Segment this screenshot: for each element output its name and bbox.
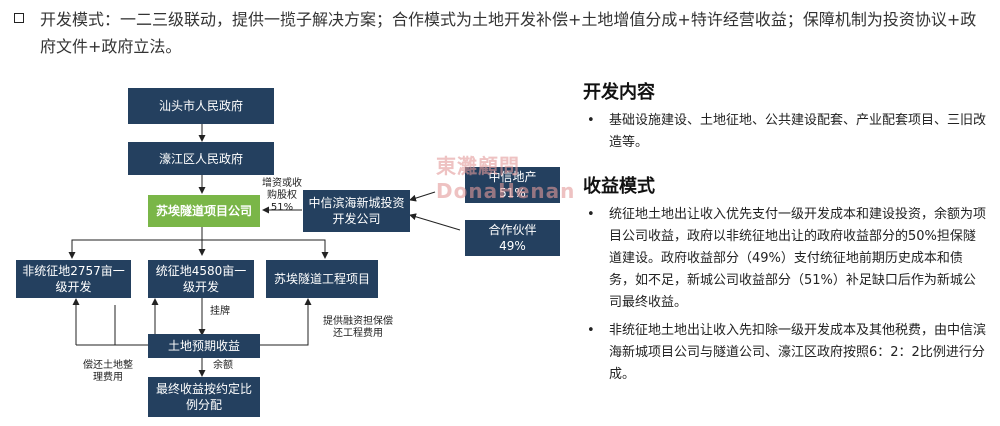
non-expropriated-land-box: 非统征地2757亩一级开发 <box>16 260 131 298</box>
dev-content-list: • 基础设施建设、土地征地、公共建设配套、产业配套项目、三旧改造等。 <box>583 110 988 154</box>
expected-income-box: 土地预期收益 <box>148 334 260 358</box>
income-model-title: 收益模式 <box>583 176 655 197</box>
income-item: • 非统征地土地出让收入先扣除一级开发成本及其他税费，由中信滨海新城项目公司与隧… <box>583 320 988 386</box>
partner-pct: 49% <box>499 239 526 253</box>
haojiang-gov-box: 濠江区人民政府 <box>128 142 274 175</box>
partner-box: 合作伙伴 49% <box>465 220 560 256</box>
watermark-logo: 東灘顧問 DonaHenan <box>436 154 576 203</box>
square-bullet-icon <box>14 13 24 23</box>
final-distribution-box: 最终收益按约定比例分配 <box>148 377 260 417</box>
note-listing: 挂牌 <box>210 306 230 317</box>
note-capital-increase: 增资或收购股权51% <box>262 178 302 213</box>
expropriated-land-box: 统征地4580亩一级开发 <box>148 260 254 298</box>
intro-text: 开发模式：一二三级联动，提供一揽子解决方案；合作模式为土地开发补偿+土地增值分成… <box>40 10 977 56</box>
project-company-box: 苏埃隧道项目公司 <box>148 195 260 227</box>
bullet-icon: • <box>587 207 595 222</box>
citic-realestate-name: 中信地产 <box>488 170 537 184</box>
tunnel-project-box: 苏埃隧道工程项目 <box>266 260 378 298</box>
citic-realestate-pct: 51% <box>499 186 526 200</box>
dev-content-title: 开发内容 <box>583 82 655 103</box>
income-item: • 统征地土地出让收入优先支付一级开发成本和建设投资，余额为项目公司收益，政府以… <box>583 204 988 314</box>
intro-paragraph: 开发模式：一二三级联动，提供一揽子解决方案；合作模式为土地开发补偿+土地增值分成… <box>14 6 989 60</box>
partner-name: 合作伙伴 <box>488 223 537 237</box>
citic-dev-box: 中信滨海新城投资开发公司 <box>303 190 410 232</box>
note-guarantee: 提供融资担保偿还工程费用 <box>323 316 393 339</box>
citic-realestate-box: 中信地产 51% <box>465 167 560 203</box>
bullet-icon: • <box>587 323 595 338</box>
dev-content-item: • 基础设施建设、土地征地、公共建设配套、产业配套项目、三旧改造等。 <box>583 110 988 154</box>
right-panel: 开发内容 • 基础设施建设、土地征地、公共建设配套、产业配套项目、三旧改造等。 … <box>583 78 988 386</box>
bullet-icon: • <box>587 113 595 128</box>
shantou-gov-box: 汕头市人民政府 <box>128 88 274 124</box>
note-repay-land: 偿还土地整理费用 <box>83 360 133 383</box>
note-surplus: 余额 <box>213 360 233 371</box>
income-model-list: • 统征地土地出让收入优先支付一级开发成本和建设投资，余额为项目公司收益，政府以… <box>583 204 988 386</box>
